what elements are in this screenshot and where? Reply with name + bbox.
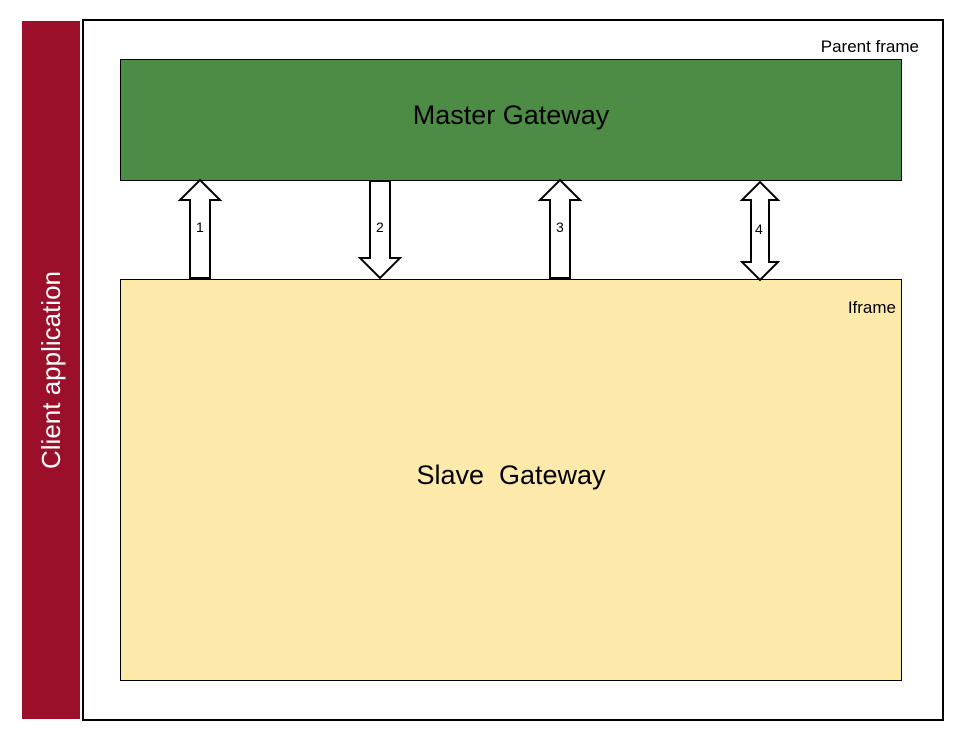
slave-gateway-box: Iframe Slave Gateway <box>120 279 902 681</box>
arrow-2-number: 2 <box>376 219 384 235</box>
master-gateway-box: Master Gateway <box>120 59 902 181</box>
client-application-bar <box>22 21 80 719</box>
parent-frame-label: Parent frame <box>820 37 919 56</box>
slave-gateway-label: Slave Gateway <box>416 460 606 490</box>
master-gateway-label: Master Gateway <box>412 100 610 130</box>
arrow-3-number: 3 <box>556 219 564 235</box>
client-application-label: Client application <box>36 270 66 470</box>
arrow-1-number: 1 <box>196 219 204 235</box>
arrow-4-number: 4 <box>755 221 763 237</box>
iframe-label: Iframe <box>847 298 896 317</box>
